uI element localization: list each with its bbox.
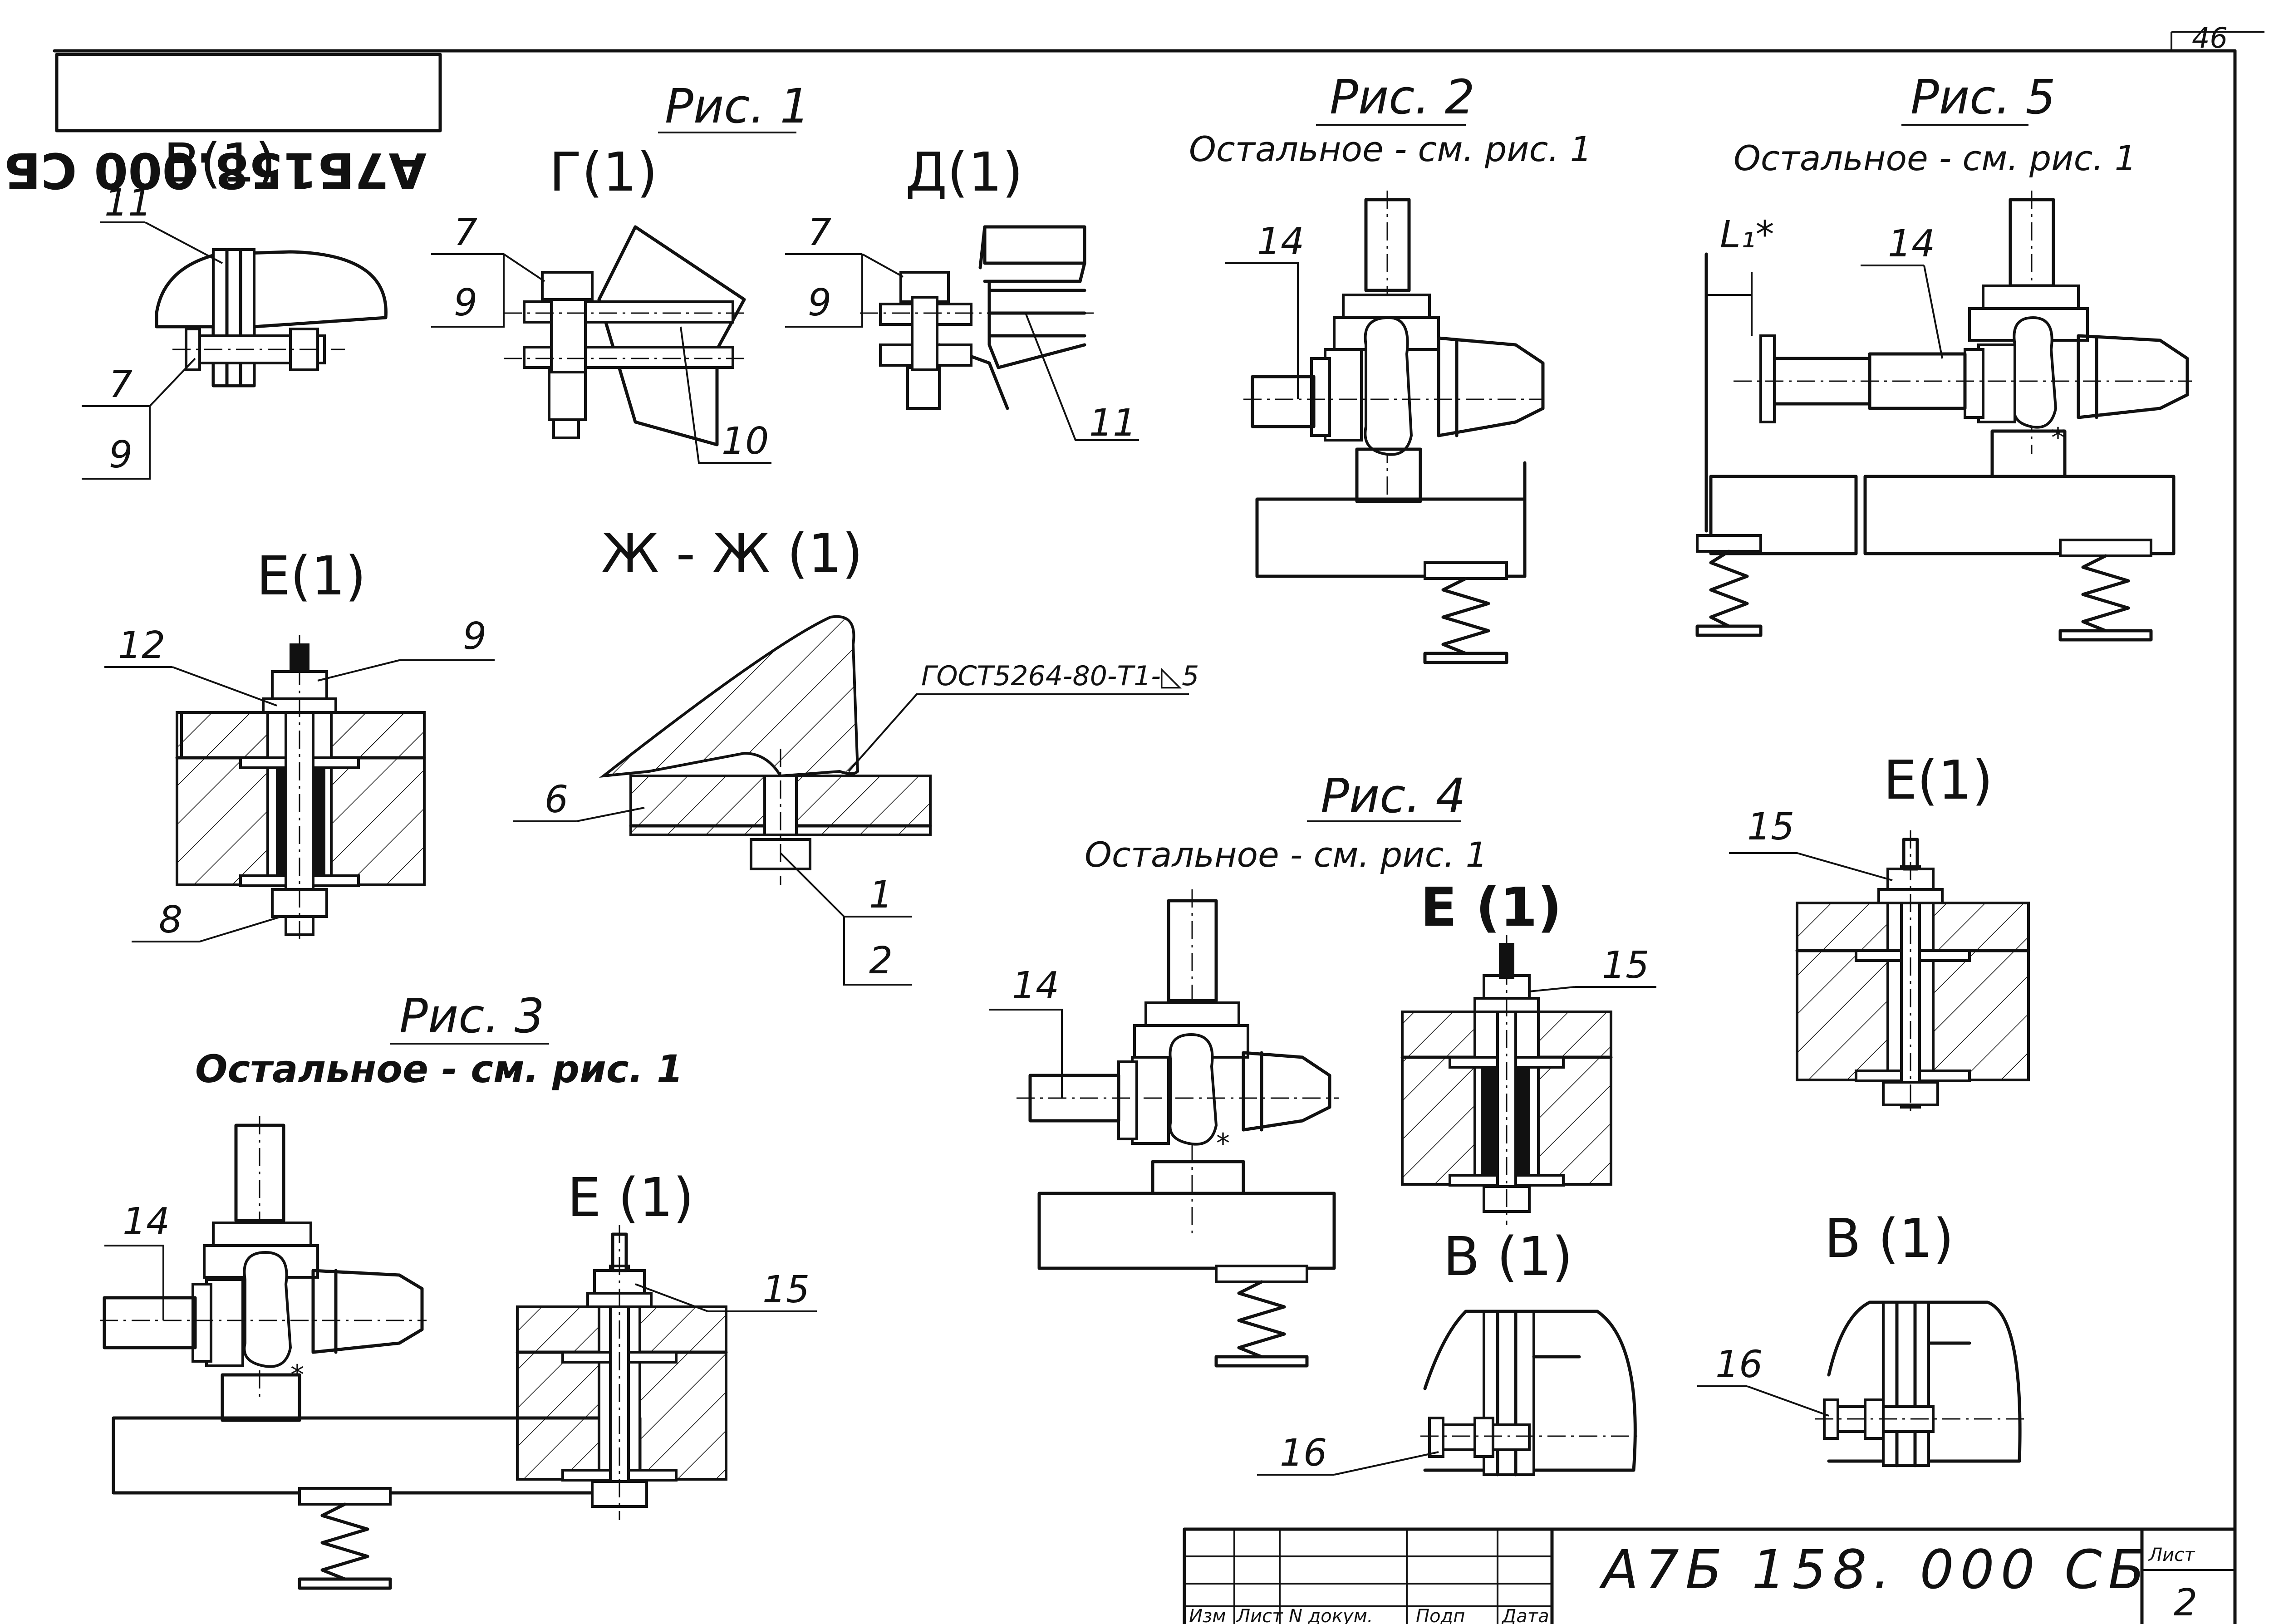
view-g1-drawing	[504, 225, 749, 446]
view-zh-title: Ж - Ж (1)	[601, 522, 863, 584]
callout-9a: 9	[109, 433, 133, 476]
callout-7c: 7	[808, 211, 831, 254]
callout-15c: 15	[1747, 805, 1794, 849]
tb-col-data: Дата	[1501, 1606, 1549, 1624]
callout-16b: 16	[1715, 1343, 1763, 1386]
fig2-subcaption: Остальное - см. рис. 1	[1189, 129, 1592, 169]
mirrored-code: А7Б158.000 СБ	[4, 142, 427, 198]
callout-7a: 7	[109, 363, 133, 406]
fig1-caption: Рис. 1	[665, 79, 810, 134]
view-d1-title: Д(1)	[905, 141, 1023, 203]
fig3-caption: Рис. 3	[399, 988, 545, 1044]
callout-1: 1	[869, 873, 893, 917]
view-zh-drawing	[599, 615, 932, 885]
callout-9c: 9	[808, 281, 831, 324]
view-b1c-title: В (1)	[1824, 1207, 1954, 1270]
fig5-subcaption: Остальное - см. рис. 1	[1734, 138, 2136, 178]
view-b1-title: В(1)	[163, 132, 276, 194]
callout-6: 6	[545, 778, 568, 821]
callout-12: 12	[118, 624, 165, 667]
fig4-subcaption: Остальное - см. рис. 1	[1085, 834, 1488, 875]
star-fig4: *	[1216, 1128, 1230, 1159]
title-block	[1183, 1527, 2237, 1624]
callout-15b: 15	[1602, 944, 1649, 987]
view-b1b-drawing	[1420, 1310, 1643, 1477]
callout-2: 2	[869, 939, 893, 982]
view-b1-drawing	[155, 248, 388, 388]
callout-9b: 9	[454, 281, 477, 324]
star-fig3: *	[290, 1359, 304, 1391]
sheet-label: Лист	[2148, 1545, 2195, 1565]
sheet-number: 46	[2192, 21, 2228, 54]
view-g1-title: Г(1)	[549, 141, 658, 203]
view-e1b-drawing	[516, 1225, 728, 1520]
callout-14a: 14	[1257, 220, 1304, 263]
view-e1a-drawing	[175, 635, 426, 944]
drawing-code: А7Б 158. 000 СБ	[1599, 1538, 2151, 1601]
tb-col-ndokum: N докум.	[1289, 1606, 1373, 1624]
fig4-drawing	[1017, 889, 1339, 1368]
fig3-drawing	[100, 1116, 642, 1590]
view-d1-drawing	[860, 225, 1094, 410]
callout-8: 8	[159, 898, 182, 942]
fig4-caption: Рис. 4	[1321, 768, 1466, 824]
view-e1d-title: Е(1)	[1883, 749, 1993, 811]
callout-10: 10	[722, 420, 769, 463]
weld-note: ГОСТ5264-80-Т1-◺5	[921, 660, 1199, 692]
callout-16a: 16	[1280, 1432, 1327, 1475]
callout-9d: 9	[463, 615, 486, 658]
callout-11a: 11	[104, 182, 152, 225]
view-e1b-title: Е (1)	[567, 1166, 694, 1229]
sheet-frame	[53, 31, 2264, 1624]
fig5-drawing	[1695, 191, 2192, 642]
callout-11b: 11	[1089, 402, 1136, 445]
mirrored-code-box: А7Б158.000 СБ	[4, 53, 442, 198]
view-b1c-drawing	[1815, 1300, 2024, 1467]
callout-7b: 7	[454, 211, 477, 254]
fig3-subcaption: Остальное - см. рис. 1	[195, 1047, 683, 1091]
tb-col-izm: Изм	[1189, 1606, 1226, 1624]
fig2-drawing	[1243, 191, 1545, 664]
callout-14d: 14	[1012, 964, 1059, 1007]
fig2-caption: Рис. 2	[1330, 69, 1475, 125]
callout-14c: 14	[123, 1200, 170, 1243]
view-e1d-drawing	[1795, 830, 2030, 1116]
callout-14b: 14	[1888, 222, 1935, 265]
tb-col-list: Лист	[1236, 1606, 1283, 1624]
callout-15a: 15	[762, 1268, 810, 1311]
dim-l1: L₁*	[1720, 213, 1774, 256]
view-e1c-title: Е (1)	[1420, 876, 1562, 938]
view-e1c-drawing	[1400, 935, 1613, 1225]
tb-col-podp: Подп	[1416, 1606, 1465, 1624]
view-b1b-title: В (1)	[1443, 1225, 1573, 1288]
fig5-caption: Рис. 5	[1910, 69, 2056, 125]
star-fig5: *	[2051, 422, 2065, 454]
sheet-no: 2	[2174, 1581, 2197, 1624]
view-e1a-title: Е(1)	[256, 545, 366, 607]
